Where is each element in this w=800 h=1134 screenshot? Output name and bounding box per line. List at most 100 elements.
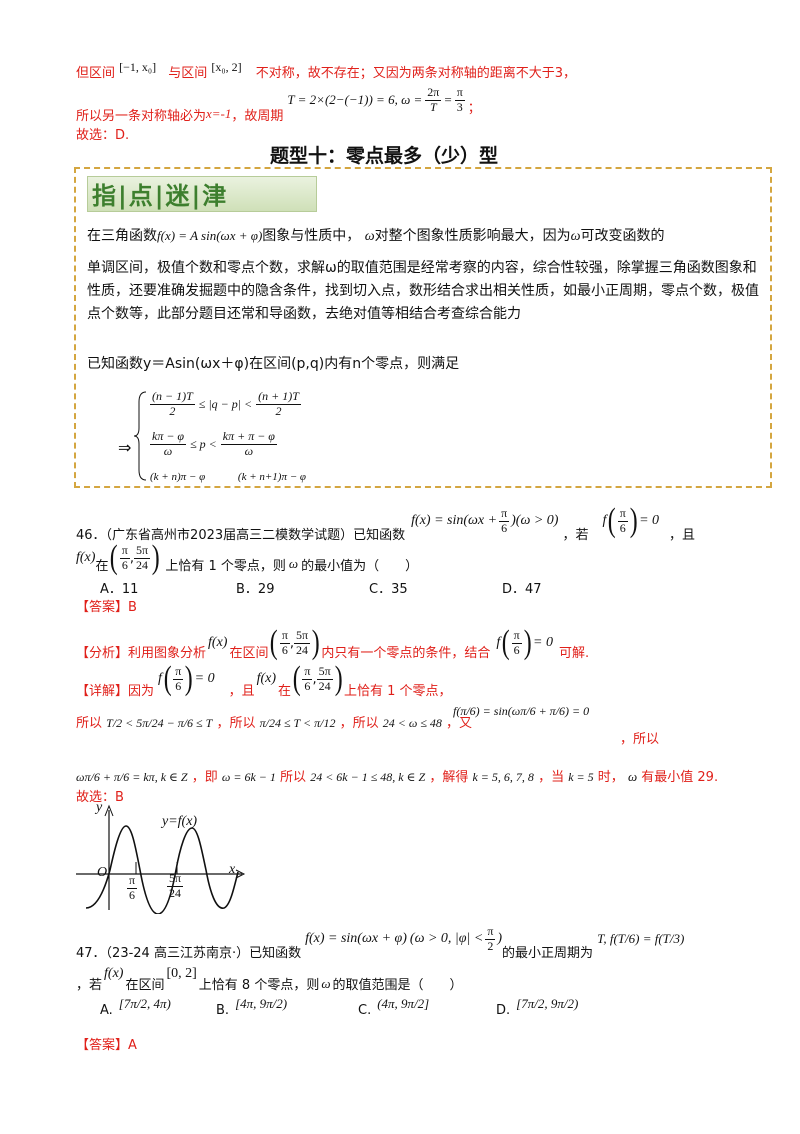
text: 在三角函数 xyxy=(87,228,157,244)
num: 5π xyxy=(167,871,184,887)
num: π xyxy=(454,85,465,101)
formula: T/2 < 5π/24 − π/6 ≤ T xyxy=(106,716,213,730)
q46-choice-b: B．29 xyxy=(236,582,275,597)
interval-2: [x₀, 2] xyxy=(211,60,242,74)
text: 上恰有 8 个零点，则 xyxy=(198,978,320,993)
num: kπ − φ xyxy=(150,429,187,445)
num: π xyxy=(302,663,313,680)
num: 5π xyxy=(316,663,333,680)
text: ； xyxy=(467,100,481,116)
q46-choice-d: D．47 xyxy=(502,582,542,597)
num: π xyxy=(127,873,138,889)
omega-symbol: ω xyxy=(288,556,299,571)
den: 6 xyxy=(175,678,182,693)
den: T xyxy=(429,99,437,114)
text: 【详解】 xyxy=(76,683,129,699)
den: 2 xyxy=(169,403,176,418)
den: ω xyxy=(244,443,254,458)
num: kπ + π − φ xyxy=(220,429,277,445)
text: f(x) xyxy=(256,671,277,686)
formula: ωπ/6 + π/6 = kπ, k ∈ Z xyxy=(76,770,188,784)
text: ，又 xyxy=(446,716,473,731)
formula: k = 5 xyxy=(568,770,594,784)
text: 【答案】 xyxy=(76,600,129,615)
text: f(x) xyxy=(208,635,228,650)
q47-choice-b: B. [4π, 9π/2) xyxy=(216,996,287,1018)
text: ，即 xyxy=(191,770,218,785)
den: ω xyxy=(163,443,173,458)
num: 2π xyxy=(425,85,442,101)
text: 可解. xyxy=(558,645,590,661)
den: 2 xyxy=(275,403,282,418)
text: D. xyxy=(496,1003,511,1018)
q46-detail-line-1: 所以 T/2 < 5π/24 − π/6 ≤ T ，所以 π/24 ≤ T < … xyxy=(76,712,472,731)
text: = xyxy=(444,92,452,108)
den: 3 xyxy=(456,99,463,114)
text: 所以 xyxy=(76,716,103,731)
omega-symbol: ω xyxy=(627,769,638,784)
den: 6 xyxy=(281,642,288,657)
text: ，所以 xyxy=(216,716,256,731)
den: 6 xyxy=(513,642,520,657)
text: (k + n+1)π − φ xyxy=(237,471,306,483)
text: 所以 xyxy=(280,770,307,785)
q46-function: f(x) = sin(ωx + xyxy=(411,513,498,528)
tips-tag: 指|点|迷|津 xyxy=(92,182,229,210)
text: 不对称，故不存在；又因为两条对称轴的距离不大于3， xyxy=(255,66,577,81)
text: A. xyxy=(100,1003,113,1018)
text: 46．（广东省高州市2023届高三二模数学试题）已知函数 xyxy=(76,527,406,543)
formula: f(x) = A sin(ωx + φ) xyxy=(157,228,263,243)
text: (k + n)π − φ xyxy=(150,471,206,483)
top-answer: 故选：D. xyxy=(76,128,130,143)
text: = 0 xyxy=(639,513,660,528)
formula: k = 5, 6, 7, 8 xyxy=(472,770,534,784)
text: 因为 xyxy=(128,683,155,699)
num: π xyxy=(617,505,628,522)
q46-stem-line-1: 46．（广东省高州市2023届高三二模数学试题）已知函数 f(x) = sin(… xyxy=(76,504,695,543)
q47-condition: T, f(T/6) = f(T/3) xyxy=(597,931,685,947)
text: x=-1 xyxy=(206,106,232,122)
text: B. xyxy=(216,1003,230,1018)
graph-curve-label: y=f(x) xyxy=(162,814,198,829)
formula: 24 < ω ≤ 48 xyxy=(382,716,442,730)
text: ，且 xyxy=(669,527,696,543)
num: π xyxy=(119,542,130,559)
interval: [0, 2] xyxy=(166,965,197,981)
choice-value: [7π/2, 4π) xyxy=(118,996,171,1011)
system-row-3: (k + n)π − φ (k + n+1)π − φ xyxy=(150,471,306,485)
top-line-1: 但区间 [−1, x₀] 与区间 [x₀, 2] 不对称，故不存在；又因为两条对… xyxy=(76,60,577,81)
choice-value: [7π/2, 9π/2) xyxy=(516,996,579,1011)
interval-1: [−1, x₀] xyxy=(119,60,157,74)
q47-choice-c: C. (4π, 9π/2] xyxy=(358,996,429,1018)
text: ≤ |q − p| < xyxy=(198,396,253,411)
q46-choice-c: C．35 xyxy=(369,582,408,597)
num: π xyxy=(173,663,184,680)
q46-sine-graph xyxy=(76,804,246,914)
text: 上恰有 1 个零点， xyxy=(343,683,452,699)
choice-value: [4π, 9π/2) xyxy=(235,996,288,1011)
text: 在 xyxy=(95,558,109,574)
graph-y-label: y xyxy=(96,800,103,815)
text: 【分析】 xyxy=(76,645,129,661)
top-line-2: 所以另一条对称轴必为 x=-1 ，故周期 T = 2×(2−(−1)) = 6,… xyxy=(76,85,481,124)
text: ，若 xyxy=(562,527,589,543)
text: ，解得 xyxy=(429,770,469,785)
num: (n + 1)T xyxy=(256,389,301,405)
graph-x-label: x xyxy=(229,862,236,877)
formula: f(π/6) = sin(ωπ/6 + π/6) = 0 xyxy=(453,704,590,718)
den: 24 xyxy=(296,642,309,657)
num: (n − 1)T xyxy=(150,389,195,405)
tips-paragraph-3: 已知函数y＝Asin(ωx＋φ)在区间(p,q)内有n个零点，则满足 xyxy=(87,356,460,372)
text: 可改变函数的 xyxy=(580,228,665,244)
text: 47．（23-24 高三江苏南京·）已知函数 xyxy=(76,945,302,961)
text: = 0 xyxy=(533,635,553,650)
text: 【答案】 xyxy=(76,1038,129,1053)
text: 的取值范围是（ ） xyxy=(332,978,463,993)
den: 6 xyxy=(304,678,311,693)
